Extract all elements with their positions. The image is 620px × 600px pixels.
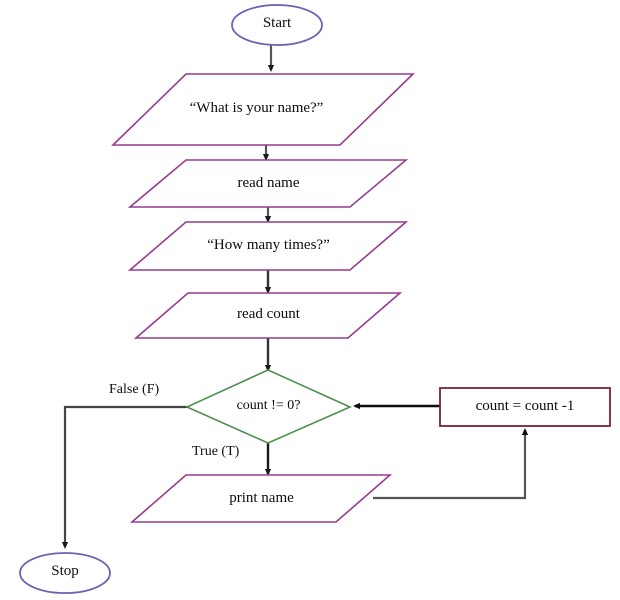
edge-print-to-decrement: [373, 427, 529, 500]
node-decision-shape: [185, 369, 352, 444]
node-start-shape: [231, 4, 323, 46]
edge-decision-false-to-stop: [61, 405, 187, 550]
connector-group: [61, 45, 529, 550]
node-read-count-shape: [133, 292, 403, 339]
edge-label-true: True (T): [192, 444, 240, 459]
node-decrement-shape: [439, 387, 611, 427]
node-prompt-times-shape: [127, 221, 409, 271]
node-read-name-shape: [127, 159, 409, 208]
node-print-name-shape: [129, 474, 393, 523]
node-prompt-name-shape: [111, 73, 415, 146]
edge-label-false: False (F): [109, 382, 160, 397]
node-stop-shape: [19, 552, 111, 594]
